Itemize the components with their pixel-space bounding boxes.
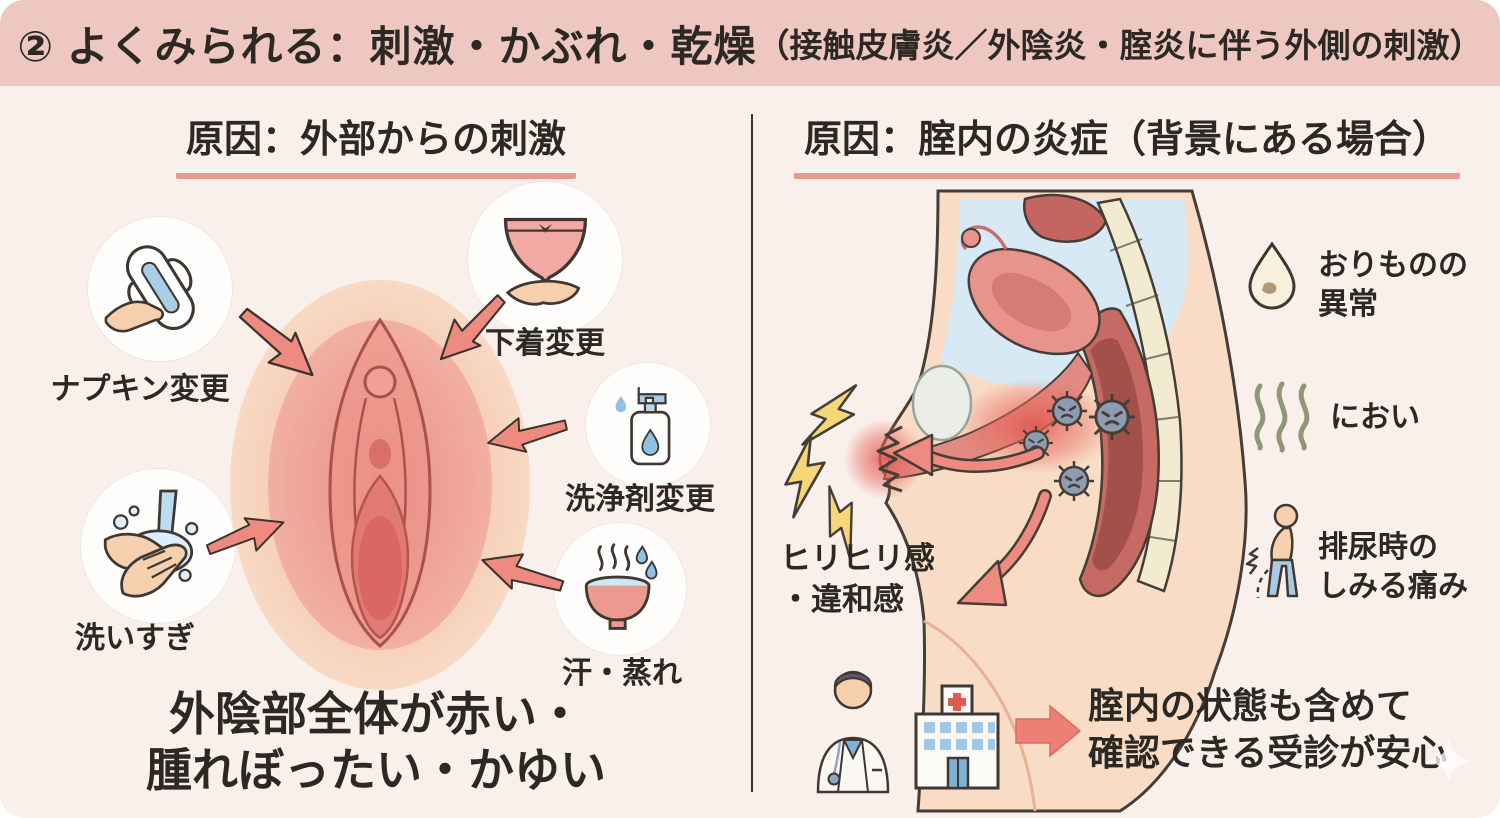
left-result-text: 外陰部全体が赤い・ 腫れぼったい・かゆい	[0, 686, 752, 798]
advice-line1: 腟内の状態も含めて	[1088, 685, 1413, 726]
arrow-detergent-to-vulva	[487, 417, 568, 453]
symptom-label-odor: におい	[1330, 398, 1420, 437]
symptom-label-discharge: おりものの 異常	[1318, 246, 1468, 324]
hospital-icon	[914, 684, 1000, 790]
pain-label: ヒリヒリ感 ・違和感	[780, 538, 935, 620]
symptom-urination-line1: 排尿時の	[1318, 531, 1438, 564]
pain-label-line2: ・違和感	[780, 582, 904, 617]
left-result-line1: 外陰部全体が赤い・	[169, 688, 583, 740]
pelvis-cross-section-illustration	[844, 189, 1248, 813]
advice-line2: 確認できる受診が安心	[1088, 732, 1448, 773]
title-bar: ② よくみられる：刺激・かぶれ・乾燥（接触皮膚炎／外陰炎・腟炎に伴う外側の刺激）	[0, 0, 1500, 86]
cause-label-underwear: 下着変更	[485, 327, 605, 360]
advice-text: 腟内の状態も含めて 確認できる受診が安心	[1088, 682, 1447, 776]
cause-label-overwashing: 洗いすぎ	[75, 622, 195, 655]
cause-label-sweat: 汗・蒸れ	[562, 657, 682, 690]
soap-pump-bottle-icon	[586, 363, 710, 487]
right-panel-header: 原因：腟内の炎症（背景にある場合）	[793, 108, 1461, 179]
advice-arrow-icon	[1015, 704, 1082, 758]
doctor-icon	[816, 670, 890, 794]
sanitary-napkin-icon	[88, 217, 232, 361]
page-title: ② よくみられる：刺激・かぶれ・乾燥	[17, 22, 757, 70]
symptom-urination-line2: しみる痛み	[1318, 570, 1468, 603]
arrow-napkin-to-vulva	[238, 307, 314, 377]
cause-label-napkin: ナプキン変更	[50, 373, 230, 406]
symptom-odor-line1: におい	[1330, 401, 1420, 434]
arrow-sweat-to-vulva	[481, 553, 565, 592]
sparkle-decoration	[1426, 738, 1472, 784]
arrow-underwear-to-vulva	[439, 294, 506, 361]
lightning-pain-icon	[784, 384, 858, 561]
content-area: 原因：外部からの刺激	[0, 86, 1500, 818]
symptom-discharge-line2: 異常	[1318, 288, 1378, 321]
symptom-discharge-line1: おりものの	[1318, 249, 1468, 282]
panel-divider	[751, 114, 753, 792]
urination-pain-icon	[1245, 503, 1299, 599]
page-title-parenthetical: （接触皮膚炎／外陰炎・腟炎に伴う外側の刺激）	[756, 27, 1483, 64]
symptom-label-urination: 排尿時の しみる痛み	[1318, 528, 1468, 606]
vulva-illustration	[230, 280, 530, 690]
odor-waves-icon	[1254, 381, 1310, 453]
left-panel-external-irritation: 原因：外部からの刺激	[0, 86, 752, 818]
pain-label-line1: ヒリヒリ感	[780, 541, 935, 576]
steaming-bowl-icon	[554, 523, 686, 655]
right-panel-internal-inflammation: 原因：腟内の炎症（背景にある場合）	[754, 86, 1500, 818]
arrow-washing-to-vulva	[205, 517, 285, 556]
discharge-drop-icon	[1248, 241, 1296, 310]
cause-label-detergent: 洗浄剤変更	[565, 483, 715, 516]
left-panel-header: 原因：外部からの刺激	[175, 108, 577, 179]
left-result-line2: 腫れぼったい・かゆい	[146, 744, 606, 796]
